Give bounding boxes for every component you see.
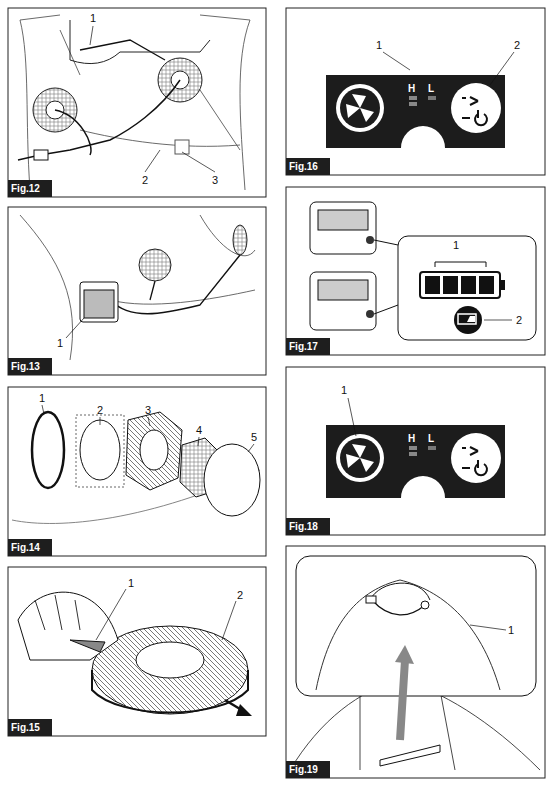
control-panel: HL <box>326 425 505 498</box>
level-letter: L <box>428 84 434 94</box>
figure-tag: Fig.17 <box>286 338 330 355</box>
level-letter: H <box>408 434 415 444</box>
callout-number: 1 <box>507 624 515 637</box>
callout-number: 1 <box>375 39 383 52</box>
callout-number: 2 <box>515 314 523 327</box>
figure-number: Fig.17 <box>289 341 318 352</box>
callout-number: 2 <box>96 404 104 417</box>
callout-number: 1 <box>340 384 348 397</box>
figure-number: Fig.18 <box>289 521 318 532</box>
figure-tag: Fig.12 <box>8 180 52 197</box>
figure-tag: Fig.19 <box>286 761 330 778</box>
figure-tag: Fig.14 <box>8 539 52 556</box>
figure-number: Fig.15 <box>11 722 40 733</box>
callout-number: 3 <box>211 174 219 187</box>
control-panel: HL <box>326 75 505 148</box>
figure-number: Fig.19 <box>289 764 318 775</box>
callout-number: 4 <box>195 424 203 437</box>
callout-number: 1 <box>452 239 460 252</box>
callout-number: 1 <box>56 337 64 350</box>
figure-tag: Fig.18 <box>286 518 330 535</box>
level-letter: L <box>428 434 434 444</box>
callout-number: 1 <box>127 577 135 590</box>
callout-number: 1 <box>89 12 97 25</box>
figure-tag: Fig.15 <box>8 719 52 736</box>
callout-number: 2 <box>236 589 244 602</box>
callout-number: 1 <box>38 392 46 405</box>
figure-tag: Fig.13 <box>8 358 52 375</box>
figure-tag: Fig.16 <box>286 158 330 175</box>
callout-number: 3 <box>144 404 152 417</box>
callout-number: 2 <box>513 39 521 52</box>
level-letter: H <box>408 84 415 94</box>
callout-number: 5 <box>250 431 258 444</box>
figure-number: Fig.13 <box>11 361 40 372</box>
callout-number: 2 <box>141 174 149 187</box>
figure-number: Fig.14 <box>11 542 40 553</box>
figure-number: Fig.16 <box>289 161 318 172</box>
figure-number: Fig.12 <box>11 183 40 194</box>
